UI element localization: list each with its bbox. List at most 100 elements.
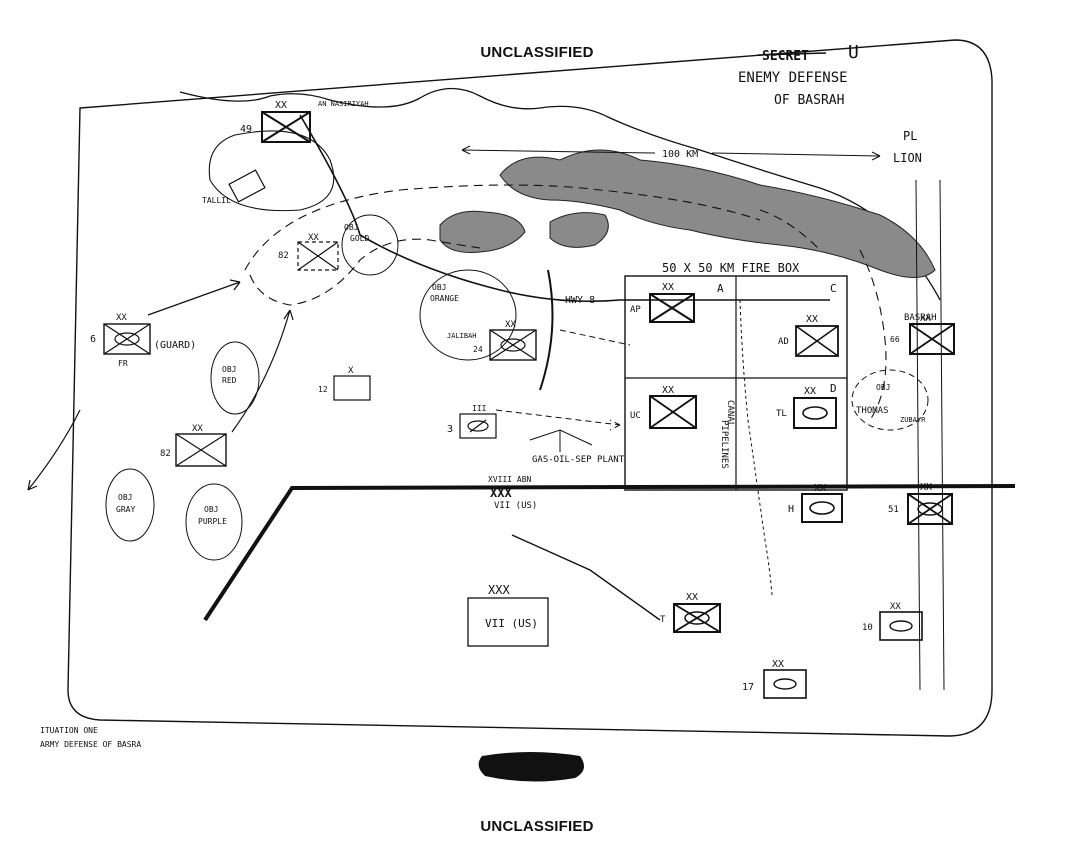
obj-gold-l2: GOLD (350, 234, 369, 243)
svg-text:XX: XX (686, 592, 698, 603)
redaction-mark (478, 752, 584, 782)
jalibah-label: JALIBAH (447, 332, 477, 340)
highway-8 (299, 114, 830, 303)
obj-purple-l1: OBJ (204, 505, 218, 514)
gas-oil-plant-label: GAS-OIL-SEP PLANT (532, 455, 625, 465)
hawr-marsh (499, 149, 936, 278)
obj-gold-l1: OBJ (344, 223, 358, 232)
hwy8-label: HWY 8 (565, 295, 595, 306)
svg-text:6: 6 (90, 334, 96, 345)
defense-belt-north (244, 184, 761, 271)
attack-arrow-3rd (495, 409, 621, 431)
obj-orange-l1: OBJ (432, 283, 446, 292)
objective-purple (185, 483, 243, 561)
unit-10: XX 10 (862, 602, 923, 641)
unit-ad: XX AD (778, 314, 839, 357)
svg-text:82: 82 (278, 251, 289, 261)
marsh-west (439, 210, 526, 253)
fire-box-quadrant-a: A (717, 282, 724, 295)
svg-text:AP: AP (630, 305, 641, 315)
phase-line-label2: LION (893, 151, 922, 165)
svg-text:XX: XX (192, 424, 203, 434)
svg-text:UC: UC (630, 411, 641, 421)
phase-line-lion-2 (939, 179, 945, 691)
tallil-area (208, 130, 335, 212)
zubayr-label: ZUBAYR (900, 416, 926, 424)
svg-text:XX: XX (890, 602, 901, 612)
defense-belt-basrah (859, 249, 887, 421)
obj-thomas-l2: THOMAS (856, 406, 889, 416)
svg-text:XX: XX (308, 233, 319, 243)
unit-82-north: XX 82 (278, 233, 339, 271)
defense-belt-east (759, 209, 821, 251)
map-title-line2: OF BASRAH (774, 93, 844, 108)
svg-text:TL: TL (776, 409, 787, 419)
scale-line-right (711, 152, 881, 157)
scale-line-left (461, 149, 656, 154)
phase-line-lion (915, 179, 921, 691)
secret-strike (757, 52, 827, 56)
unit-ap: XX AP (630, 282, 695, 323)
svg-text:X: X (348, 366, 354, 376)
caption-line1: ITUATION ONE (40, 726, 98, 735)
classification-top: UNCLASSIFIED (480, 44, 594, 61)
phase-line-label1: PL (903, 129, 917, 143)
svg-text:17: 17 (742, 682, 754, 693)
vii-corps-box (467, 597, 549, 647)
objective-red (210, 341, 260, 415)
svg-text:(GUARD): (GUARD) (154, 340, 196, 351)
svg-text:24: 24 (473, 345, 483, 354)
attack-arrow-82nd (231, 309, 294, 433)
caption-line2: ARMY DEFENSE OF BASRA (40, 740, 141, 749)
unit-tl: XX TL (776, 386, 837, 429)
corps-box-label: VII (US) (485, 617, 538, 630)
objective-gold (341, 214, 399, 276)
screen-arrow-west (27, 409, 81, 491)
vii-corps-axis (511, 534, 661, 621)
svg-text:AD: AD (778, 337, 789, 347)
svg-text:XX: XX (920, 482, 932, 493)
svg-text:51: 51 (888, 505, 899, 515)
obj-gray-l1: OBJ (118, 493, 132, 502)
euphrates-river (179, 87, 941, 301)
obj-red-l2: RED (222, 376, 237, 385)
corps-box-echelon: XXX (488, 583, 510, 597)
gas-oil-plant-symbol (529, 429, 593, 452)
boundary-lower-label: VII (US) (494, 501, 537, 511)
fire-box-quadrant-c: C (830, 282, 837, 295)
attack-arrow-24th (559, 329, 631, 346)
unit-17: XX 17 (742, 659, 807, 699)
scale-arrows (461, 145, 881, 161)
an-nasiriyah-label: AN NASIRIYAH (318, 100, 369, 108)
svg-text:10: 10 (862, 623, 873, 633)
svg-text:12: 12 (318, 385, 328, 394)
svg-text:82: 82 (160, 449, 171, 459)
canal-label: CANAL (725, 400, 735, 427)
scale-label: 100 KM (662, 149, 698, 160)
attack-arrow-6th (147, 279, 241, 316)
unit-49: XX 49 (240, 100, 311, 143)
corps-boundary (203, 484, 1016, 622)
svg-text:XX: XX (920, 314, 931, 324)
obj-red-l1: OBJ (222, 365, 236, 374)
objective-orange (419, 269, 517, 361)
objective-thomas (851, 369, 929, 431)
obj-orange-l2: ORANGE (430, 294, 459, 303)
boundary-mark: XXX (490, 486, 512, 500)
fire-box-label: 50 X 50 KM FIRE BOX (662, 261, 800, 275)
svg-text:XX: XX (814, 483, 826, 494)
tallil-airfield-symbol (228, 169, 266, 203)
basrah-label: BASRAH (904, 313, 937, 323)
svg-text:FR: FR (118, 359, 128, 368)
classification-bottom: UNCLASSIFIED (480, 818, 594, 835)
unit-3-regiment: III 3 (447, 404, 497, 439)
fire-box-quadrant-d: D (830, 382, 837, 395)
unit-t: XX T (660, 592, 721, 633)
tallil-label: TALLIL (202, 196, 231, 205)
pipeline (739, 299, 773, 596)
secret-mark: SECRET (762, 49, 809, 64)
secret-suffix: U (848, 42, 859, 63)
pipelines-label: PIPELINES (719, 420, 729, 469)
svg-text:3: 3 (447, 424, 453, 435)
